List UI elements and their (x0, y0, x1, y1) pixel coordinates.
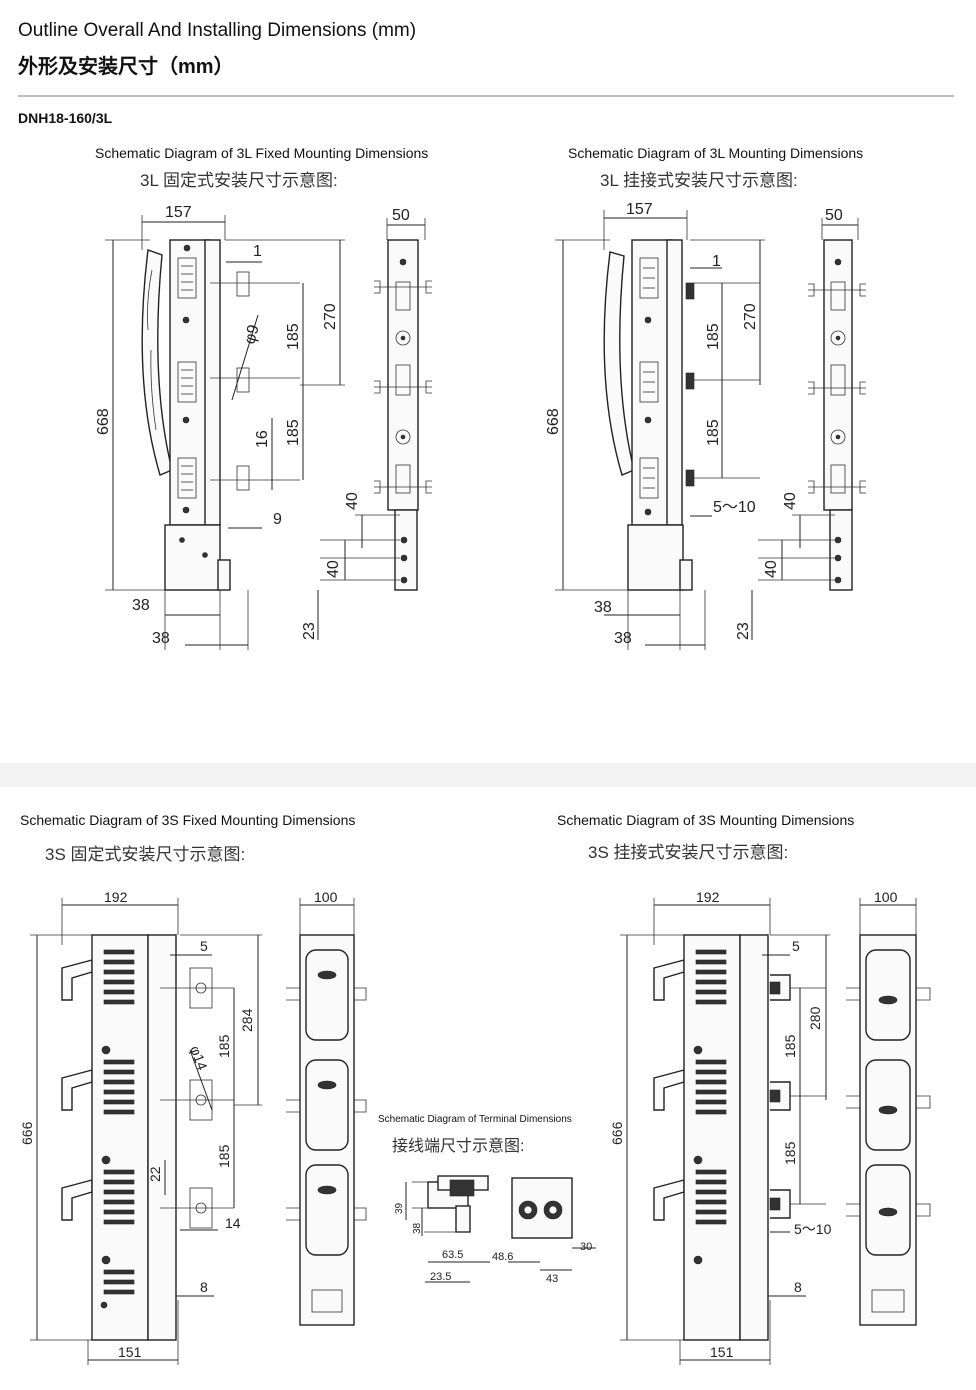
dim-3s-fixed-d151: 151 (118, 1344, 142, 1360)
caption-terminal-zh: 接线端尺寸示意图: (392, 1138, 525, 1155)
dim-3s-mount-d5: 5 (792, 938, 800, 954)
dim-3s-fixed-d5: 5 (200, 938, 208, 954)
dim-3l-fixed-height: 668 (95, 408, 112, 435)
dim-terminal-d38: 38 (412, 1222, 423, 1234)
dim-3l-fixed-d38b: 38 (152, 630, 170, 647)
dim-3l-mount-d38b: 38 (614, 630, 632, 647)
dim-3s-mount-pitch3: 185 (782, 1141, 798, 1165)
diagram-3l-mount: 157 668 1 185 185 270 5～10 38 38 50 (545, 201, 866, 650)
dim-terminal-d23: 23.5 (430, 1271, 451, 1283)
dim-3s-fixed-pitch3: 185 (216, 1144, 232, 1168)
dim-3s-mount-pitch2: 185 (782, 1034, 798, 1058)
dim-3s-fixed-hole: φ14 (187, 1044, 211, 1073)
front-view-3s-fixed: 100 (286, 889, 367, 1326)
dim-terminal-d30: 30 (580, 1241, 592, 1253)
diagram-terminal: 39 38 63.5 23.5 48.6 43 30 (394, 1175, 596, 1285)
caption-3s-mount-en: Schematic Diagram of 3S Mounting Dimensi… (557, 812, 855, 828)
dim-3s-fixed-width: 192 (104, 889, 128, 905)
dim-3s-fixed-d22: 22 (147, 1166, 163, 1182)
dim-terminal-d48: 48.6 (492, 1251, 513, 1263)
dim-3l-mount-width: 157 (626, 201, 653, 218)
dim-terminal-d63: 63.5 (442, 1249, 463, 1261)
dim-3l-fixed-d40b: 40 (325, 560, 342, 578)
dim-3l-fixed-d38a: 38 (132, 597, 150, 614)
dim-3l-fixed-depth: 50 (392, 207, 410, 224)
side-view-3l-mount: 50 (808, 207, 866, 591)
dim-3l-fixed-pitch1: 270 (322, 303, 339, 330)
caption-3s-fixed-zh: 3S 固定式安装尺寸示意图: (45, 845, 246, 864)
dim-3s-fixed-pitch2: 185 (216, 1034, 232, 1058)
front-view-3s-mount: 100 (846, 889, 931, 1326)
dim-3l-mount-d23: 23 (735, 622, 752, 640)
dim-3l-mount-range: 5～10 (713, 499, 756, 516)
dim-3s-mount-d151: 151 (710, 1344, 734, 1360)
dim-terminal-d39: 39 (394, 1202, 405, 1214)
page-title-zh: 外形及安装尺寸（mm） (18, 56, 234, 78)
dim-3l-fixed-pitch3: 185 (285, 419, 302, 446)
dim-3l-mount-d40a: 40 (782, 492, 799, 510)
dim-3l-fixed-hole: φ9 (241, 323, 262, 346)
dim-3l-fixed-d23: 23 (301, 622, 318, 640)
dim-3s-fixed-d14: 14 (225, 1215, 241, 1231)
dim-3l-mount-d1: 1 (712, 253, 721, 270)
dim-3l-fixed-d16: 16 (254, 430, 271, 448)
dim-terminal-d43: 43 (546, 1273, 558, 1285)
model-label: DNH18-160/3L (18, 110, 113, 126)
caption-3s-mount-zh: 3S 挂接式安装尺寸示意图: (588, 843, 789, 862)
caption-terminal-en: Schematic Diagram of Terminal Dimensions (378, 1114, 572, 1125)
dim-3l-mount-depth: 50 (825, 207, 843, 224)
caption-3l-fixed-zh: 3L 固定式安装尺寸示意图: (140, 171, 338, 190)
title-divider (18, 95, 954, 97)
dim-3l-mount-pitch1: 270 (742, 303, 759, 330)
vent-pattern (100, 949, 135, 1309)
diagram-3l-fixed: 157 668 1 φ9 185 185 270 16 9 (95, 204, 432, 650)
dim-3l-mount-d38a: 38 (594, 599, 612, 616)
caption-3l-fixed-en: Schematic Diagram of 3L Fixed Mounting D… (95, 145, 429, 161)
dim-3l-fixed-width: 157 (165, 204, 192, 221)
dim-3s-mount-range: 5～10 (794, 1221, 832, 1237)
dim-3l-mount-pitch3: 185 (705, 419, 722, 446)
page-title-en: Outline Overall And Installing Dimension… (18, 20, 417, 41)
dim-3l-mount-d40b: 40 (763, 560, 780, 578)
dim-3s-fixed-height: 666 (19, 1121, 35, 1145)
dim-3l-fixed-d9: 9 (273, 511, 282, 528)
diagram-3s-fixed: 192 666 5 185 185 284 φ14 22 14 8 151 10… (19, 889, 367, 1365)
dim-3l-fixed-d1: 1 (253, 243, 262, 260)
dim-3l-fixed-d40a: 40 (344, 492, 361, 510)
dim-3s-fixed-d8: 8 (200, 1279, 208, 1295)
dim-3s-mount-pitch1: 280 (807, 1006, 823, 1030)
dim-3l-mount-pitch2: 185 (705, 323, 722, 350)
diagram-3s-mount: 192 666 5 185 185 280 5～10 8 151 100 (609, 889, 931, 1365)
dim-3s-mount-width: 192 (696, 889, 720, 905)
section-separator (0, 763, 976, 787)
caption-3l-mount-en: Schematic Diagram of 3L Mounting Dimensi… (568, 145, 864, 161)
dim-3s-fixed-depth: 100 (314, 889, 338, 905)
pole-slots (177, 244, 197, 514)
dim-3l-mount-height: 668 (545, 408, 562, 435)
dim-3s-mount-d8: 8 (794, 1279, 802, 1295)
caption-3l-mount-zh: 3L 挂接式安装尺寸示意图: (600, 171, 798, 190)
dim-3l-fixed-pitch2: 185 (285, 323, 302, 350)
caption-3s-fixed-en: Schematic Diagram of 3S Fixed Mounting D… (20, 812, 356, 828)
side-view-3l-fixed: 50 (374, 207, 432, 591)
dim-3s-mount-height: 666 (609, 1121, 625, 1145)
dim-3s-fixed-pitch1: 284 (239, 1008, 255, 1032)
dim-3s-mount-depth: 100 (874, 889, 898, 905)
